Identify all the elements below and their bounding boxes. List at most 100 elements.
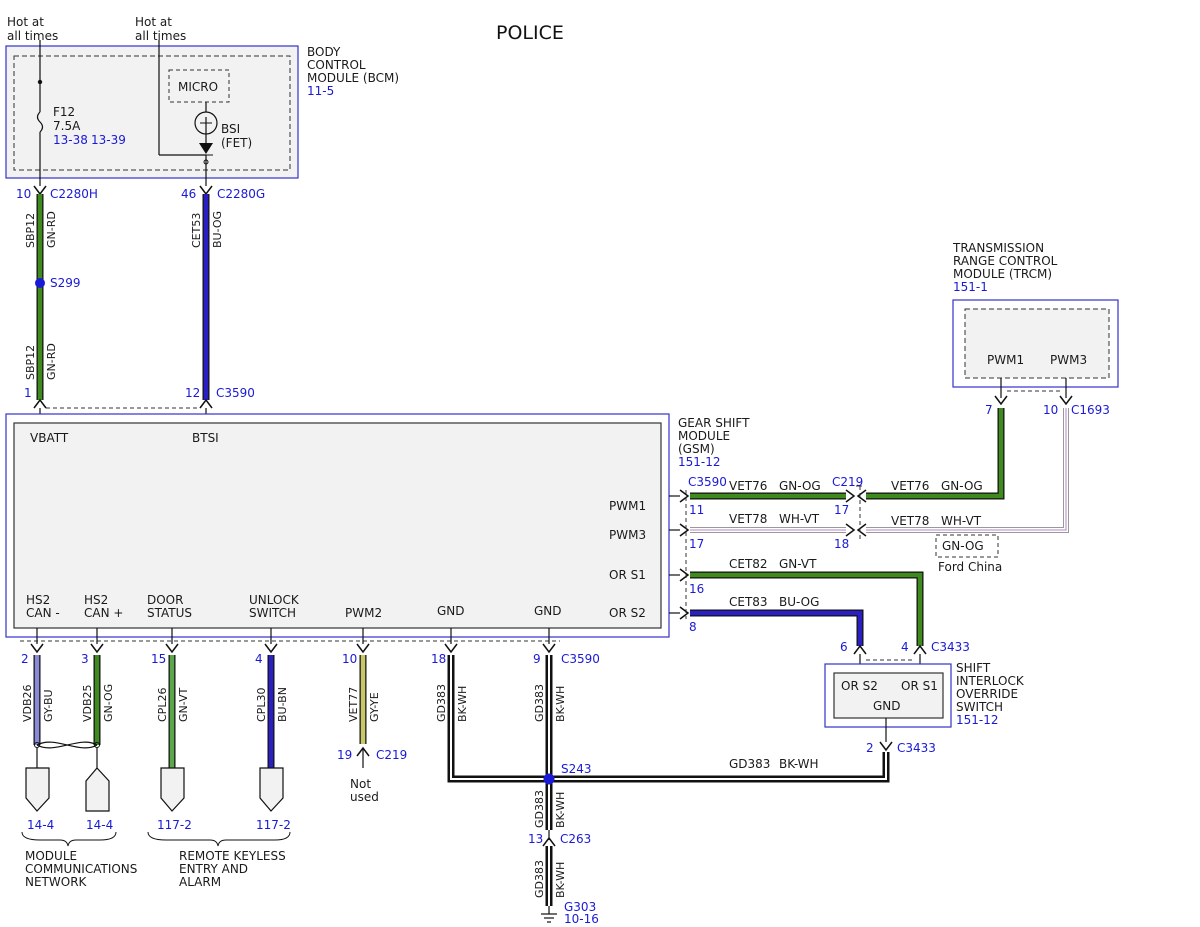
bsi-label: BSI [221,122,240,136]
hot-label-1a: Hot at [7,15,44,29]
switch-name-4: SWITCH [956,700,1003,714]
wire-sbp12-label-2: SBP12 [24,345,37,380]
trcm-name-2: RANGE CONTROL [953,254,1058,268]
g303-ref: 10-16 [564,912,599,926]
ref-14-4-a: 14-4 [27,818,54,832]
gsm-vbatt: VBATT [30,431,69,445]
bcm-pin-46: 46 [181,187,196,201]
wire-gd383-label-1: GD383 [435,684,448,722]
bcm-module: BODY CONTROL MODULE (BCM) 11-5 MICRO F12… [5,40,399,186]
gsm-conn-c3590-right: C3590 [688,475,727,489]
gsm-name-3: (GSM) [678,442,715,456]
ref-117-2-a: 117-2 [157,818,192,832]
c219-pin-18: 18 [834,537,849,551]
switch-pin-4: 4 [901,640,909,654]
gsm-door-2: STATUS [147,606,192,620]
splice-s299-label: S299 [50,276,81,290]
micro-label: MICRO [178,80,218,94]
trcm-module: TRANSMISSION RANGE CONTROL MODULE (TRCM)… [952,241,1119,417]
wire-gd383-label-4: GD383 [533,790,546,828]
wire-vdb25-label: VDB25 [81,684,94,722]
bcm-connector-pins: 10 C2280H 46 C2280G [16,185,265,201]
switch-pin-6: 6 [840,640,848,654]
gsm-conn-c3590-top: C3590 [216,386,255,400]
ford-china-label: Ford China [938,560,1002,574]
gsm-door-1: DOOR [147,593,183,607]
wire-sbp12-label-1: SBP12 [24,213,37,248]
wire-gnog-label-1: GN-OG [779,479,821,493]
wire-vet76-label-1: VET76 [729,479,767,493]
wire-gnvt-label-1: GN-VT [779,557,817,571]
group-mcn-3: NETWORK [25,875,88,889]
gsm-ors2: OR S2 [609,606,646,620]
c263-pin-13: 13 [528,832,543,846]
wire-bkwh-label-5: BK-WH [554,862,567,898]
gsm-pin-17: 17 [689,537,704,551]
c219-pin-17: 17 [834,503,849,517]
gsm-right-pins: C3590 11 17 16 8 [669,475,727,634]
wire-gd383: S243 GD383 BK-WH GD383 BK-WH GD383 BK-WH… [435,655,890,914]
wire-vdb25: VDB25 GN-OG [81,655,115,745]
gsm-unlock-1: UNLOCK [249,593,300,607]
gsm-top-pins: 1 12 C3590 [24,386,255,416]
ford-china-note: GN-OG Ford China [935,534,1002,574]
trcm-ref: 151-1 [953,280,988,294]
wire-gnrd-label-1: GN-RD [45,211,58,248]
bcm-name-1: BODY [307,45,341,59]
gsm-gnd-1: GND [437,604,465,618]
group-rke-1: REMOTE KEYLESS [179,849,286,863]
group-mcn-2: COMMUNICATIONS [25,862,137,876]
wire-bkwh-label-2: BK-WH [554,686,567,722]
terminal-2 [85,767,110,812]
hot-label-2a: Hot at [135,15,172,29]
wire-bkwh-label-4: BK-WH [554,792,567,828]
c219-connector: C219 17 18 [832,475,867,551]
gsm-pwm3: PWM3 [609,528,646,542]
gsm-unlock-2: SWITCH [249,606,296,620]
wire-sbp12: S299 SBP12 GN-RD SBP12 GN-RD [24,194,81,400]
wire-vet78-label-2: VET78 [891,514,929,528]
wire-whvt-label-2: WH-VT [941,514,982,528]
switch-name-3: OVERRIDE [956,687,1018,701]
wire-vdb26-label: VDB26 [21,684,34,722]
gsm-pwm1: PWM1 [609,499,646,513]
gsm-pin-12: 12 [185,386,200,400]
twisted-pair [34,741,100,768]
switch-name-1: SHIFT [956,661,991,675]
wire-gyye-label: GY-YE [368,692,381,722]
wire-gybu-label: GY-BU [42,689,55,722]
wire-cpl30-label: CPL30 [255,688,268,722]
c219-label: C219 [832,475,863,489]
group-mcn-1: MODULE [25,849,77,863]
wire-bubn-label: BU-BN [276,687,289,722]
gsm-hs2canp-2: CAN + [84,606,123,620]
fuse-id: F12 [53,105,75,119]
fet-label: (FET) [221,136,252,150]
pwm2-pin-19: 19 [337,748,352,762]
wire-vdb26: VDB26 GY-BU [21,655,55,745]
hot-label-2b: all times [135,29,186,43]
bcm-conn-c2280g: C2280G [217,187,265,201]
wire-cpl26: CPL26 GN-VT [156,655,190,768]
ref-117-2-b: 117-2 [256,818,291,832]
wire-bkwh-label-3: BK-WH [779,757,819,771]
switch-gnd: GND [873,699,901,713]
gsm-hs2canm-1: HS2 [26,593,50,607]
switch-conn-bot: C3433 [897,741,936,755]
gsm-name-2: MODULE [678,429,730,443]
trcm-name-1: TRANSMISSION [952,241,1044,255]
fuse-ref-2: 13-39 [91,133,126,147]
wire-cpl30: CPL30 BU-BN [255,655,289,768]
wire-gd383-label-2: GD383 [533,684,546,722]
trcm-conn-c1693: C1693 [1071,403,1110,417]
gsm-gnd-2: GND [534,604,562,618]
group-braces [21,831,291,847]
gsm-hs2canm-2: CAN - [26,606,60,620]
terminal-1 [25,767,50,812]
switch-pin-2: 2 [866,741,874,755]
gsm-bottom-pins: 2 3 15 4 10 18 9 C3590 [20,628,600,666]
switch-ors1: OR S1 [901,679,938,693]
gsm-pin-1: 1 [24,386,32,400]
fuse-rating: 7.5A [53,119,81,133]
